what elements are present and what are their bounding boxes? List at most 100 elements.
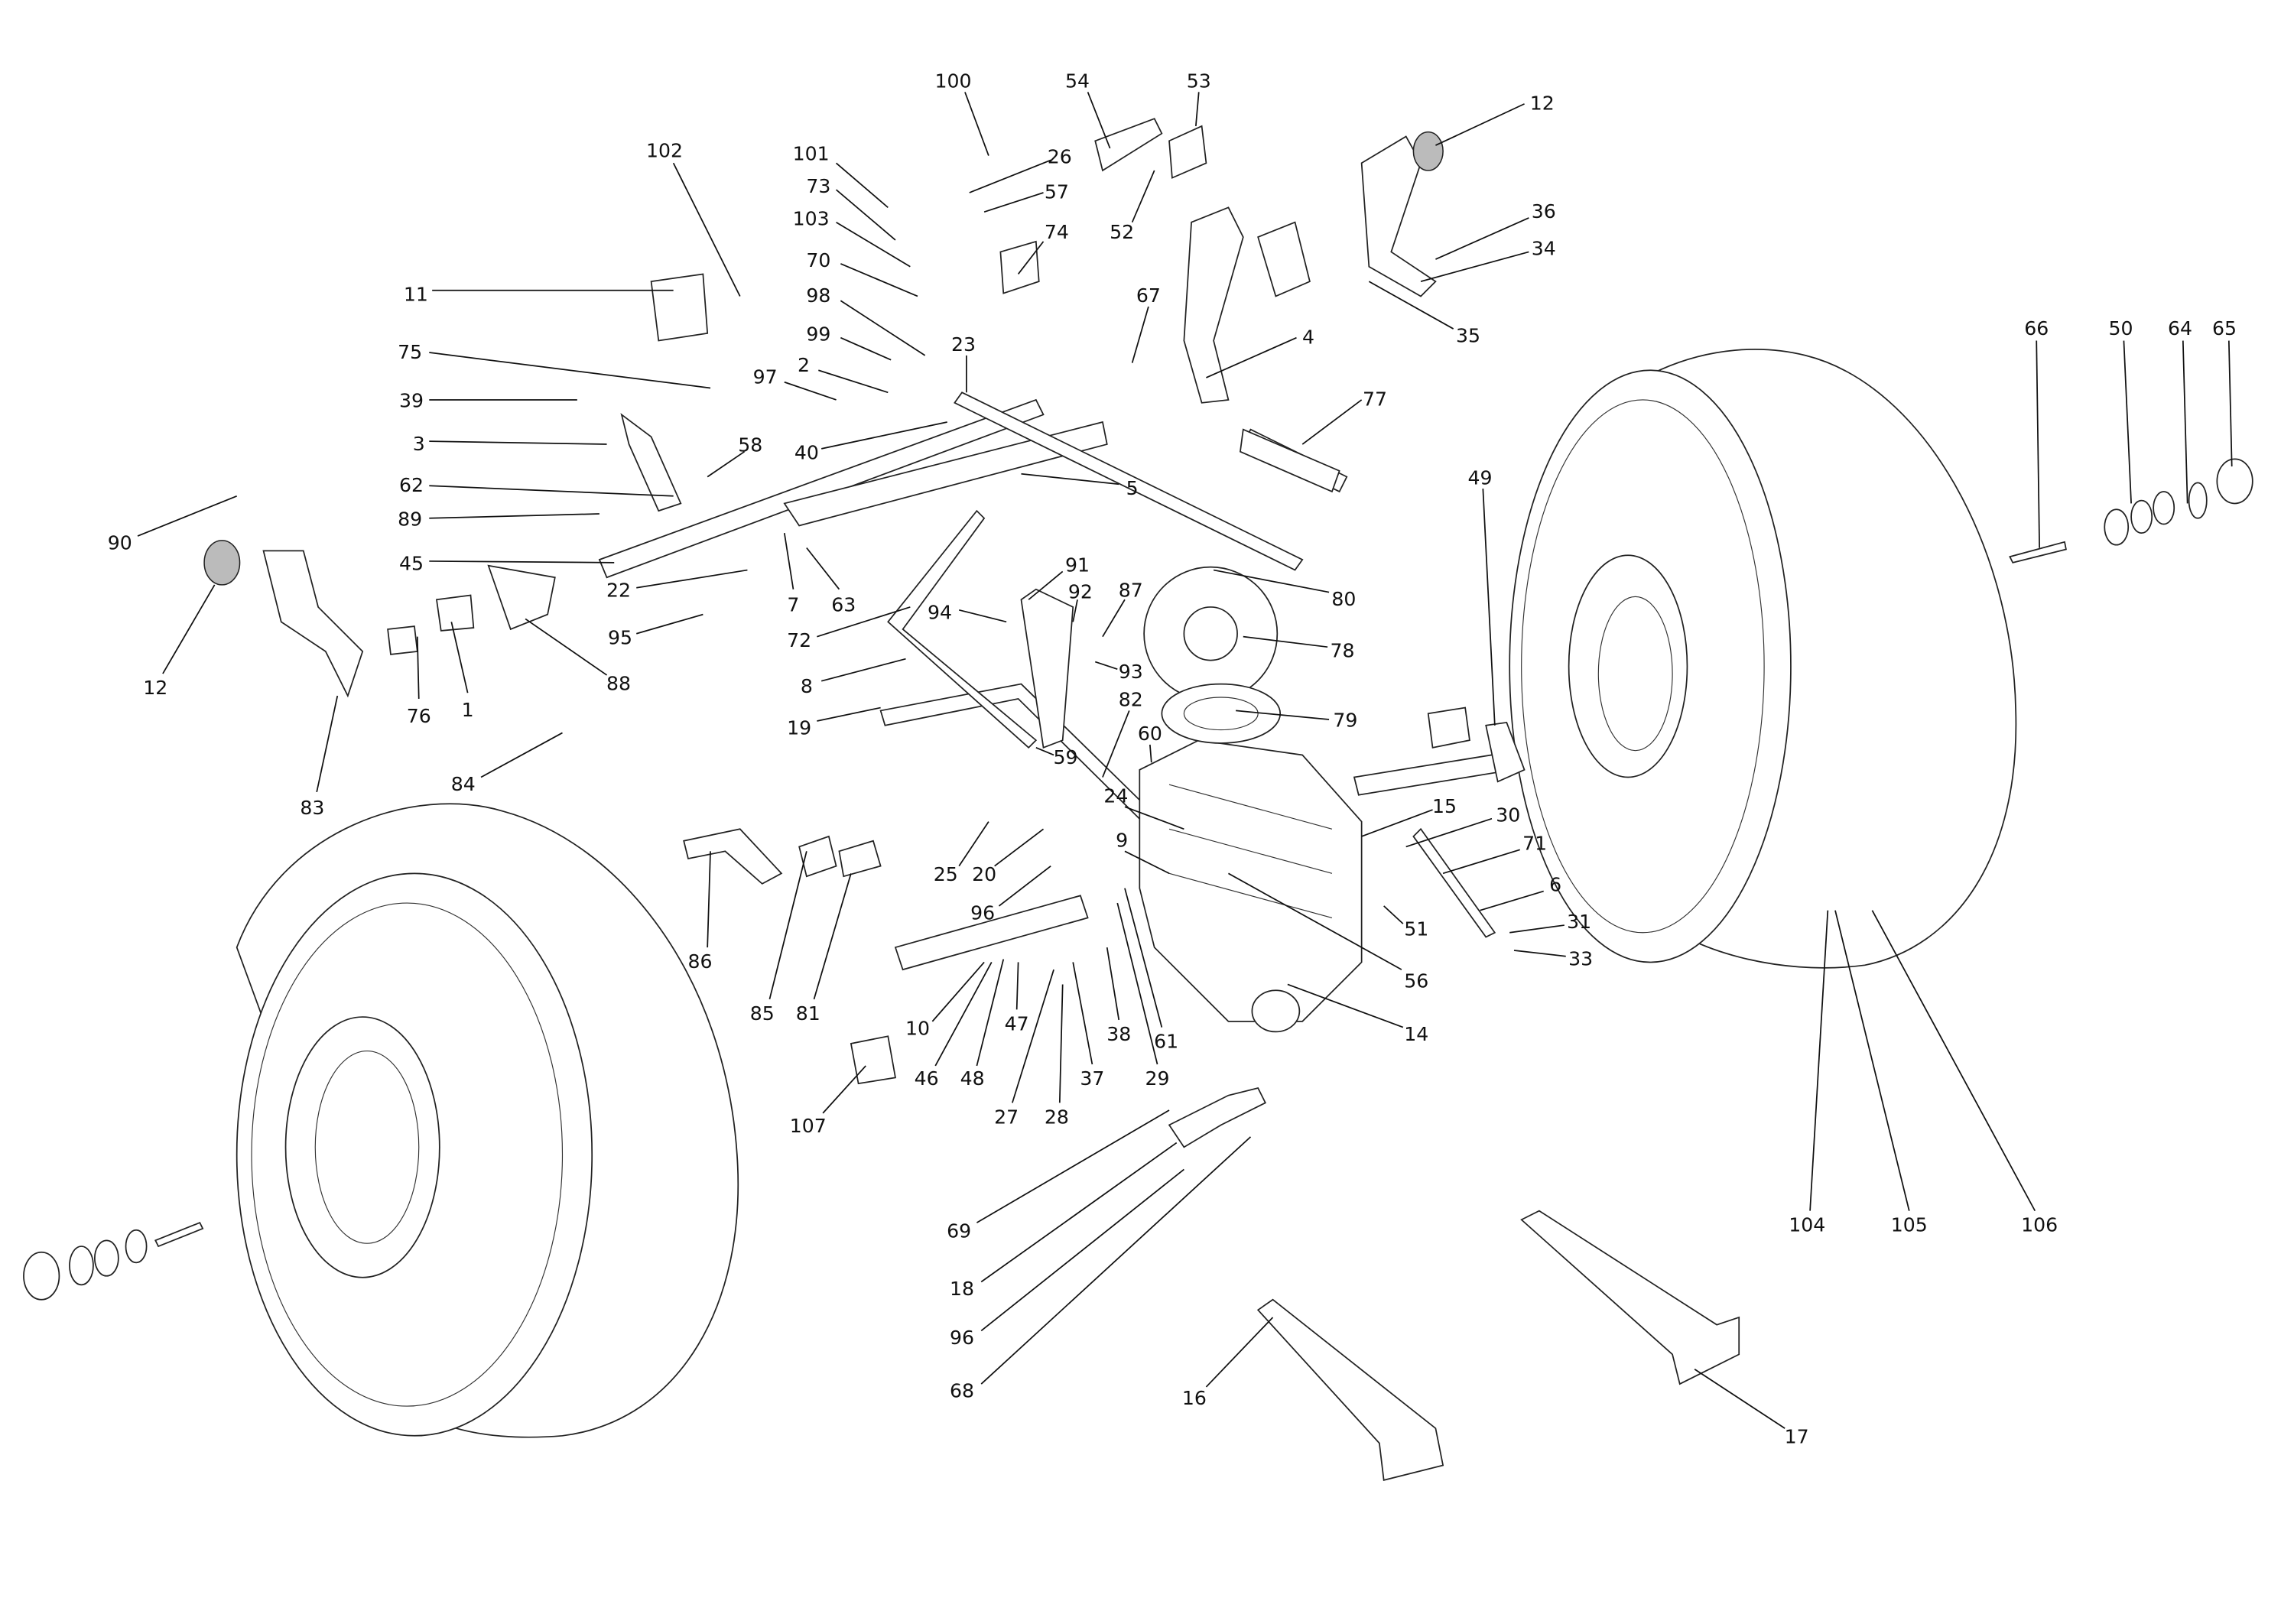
- leader-line: [784, 381, 837, 401]
- part-callout: 14: [1404, 1023, 1428, 1045]
- leader-line: [1834, 910, 1910, 1211]
- part-callout: 74: [1045, 221, 1069, 243]
- leader-line: [416, 636, 420, 699]
- leader-line: [1509, 924, 1565, 934]
- leader-line: [1809, 910, 1829, 1211]
- part-callout: 53: [1187, 70, 1211, 93]
- part-callout: 96: [950, 1327, 974, 1349]
- part-callout: 103: [793, 208, 830, 230]
- leader-line: [1442, 849, 1520, 875]
- leader-line: [672, 162, 741, 297]
- part-callout: 18: [950, 1278, 974, 1300]
- part-callout: 52: [1110, 221, 1134, 243]
- leader-line: [1015, 962, 1019, 1010]
- leader-line: [980, 1136, 1252, 1385]
- part-callout: 70: [806, 249, 830, 271]
- leader-line: [707, 851, 711, 948]
- leader-line: [1405, 817, 1493, 848]
- part-callout: 76: [407, 705, 431, 727]
- leader-line: [1094, 661, 1118, 671]
- leader-line: [1301, 399, 1363, 445]
- leader-line: [980, 1142, 1178, 1283]
- part-callout: 98: [806, 284, 830, 307]
- leader-line: [480, 732, 563, 778]
- part-callout: 27: [994, 1106, 1019, 1128]
- leader-line: [768, 851, 807, 1000]
- part-callout: 37: [1080, 1067, 1104, 1090]
- leader-line: [969, 159, 1051, 193]
- part-callout: 100: [934, 70, 971, 93]
- leader-line: [1072, 962, 1093, 1065]
- leader-line: [1124, 850, 1170, 875]
- leader-line: [983, 192, 1044, 213]
- part-callout: 82: [1119, 689, 1143, 711]
- leader-line: [450, 622, 469, 693]
- leader-line: [429, 352, 711, 389]
- leader-line: [429, 440, 607, 445]
- leader-line: [820, 658, 906, 682]
- part-callout: 3: [413, 433, 425, 455]
- part-callout: 28: [1045, 1106, 1069, 1128]
- part-callout: 5: [1126, 477, 1139, 499]
- part-callout: 97: [753, 366, 778, 388]
- leader-line: [137, 495, 238, 537]
- brackets: [1168, 1086, 1740, 1481]
- part-callout: 25: [934, 863, 958, 885]
- part-callout: 67: [1136, 284, 1161, 307]
- leader-line: [958, 821, 989, 867]
- leader-line: [1058, 984, 1064, 1103]
- part-callout: 88: [606, 672, 631, 694]
- part-callout: 35: [1456, 324, 1480, 346]
- part-callout: 49: [1467, 466, 1492, 489]
- part-callout: 40: [794, 441, 819, 463]
- leader-line: [822, 1065, 866, 1114]
- leader-line: [1124, 806, 1184, 830]
- part-callout: 78: [1330, 640, 1354, 662]
- leader-line: [1228, 872, 1402, 970]
- leader-line: [1012, 969, 1054, 1103]
- part-callout: 12: [143, 677, 167, 699]
- part-callout: 50: [2109, 317, 2133, 339]
- leader-line: [976, 959, 1005, 1067]
- part-callout: 102: [646, 140, 683, 162]
- leader-line: [994, 828, 1045, 867]
- part-callout: 107: [790, 1115, 827, 1137]
- part-callout: 51: [1404, 918, 1428, 940]
- part-callout: 77: [1363, 388, 1387, 411]
- leader-line: [1383, 905, 1404, 924]
- leader-line: [835, 189, 896, 241]
- part-callout: 85: [750, 1002, 775, 1025]
- leader-line: [836, 221, 911, 268]
- leader-line: [1236, 710, 1330, 720]
- part-callout: 57: [1045, 181, 1069, 203]
- leader-line: [840, 336, 892, 361]
- part-callout: 96: [970, 901, 995, 924]
- part-callout: 66: [2024, 317, 2049, 339]
- part-callout: 99: [806, 323, 830, 346]
- leader-line: [1149, 744, 1152, 763]
- leader-line: [636, 569, 748, 589]
- leader-line: [1102, 599, 1126, 638]
- part-callout: 58: [738, 434, 762, 456]
- right-rear-tire: [1509, 349, 2017, 969]
- part-callout: 90: [108, 531, 132, 554]
- leader-line: [958, 609, 1007, 623]
- part-callout: 17: [1785, 1425, 1809, 1447]
- leader-line: [783, 533, 794, 590]
- leader-line: [813, 873, 852, 1000]
- leader-line: [1420, 251, 1529, 282]
- part-callout: 64: [2168, 317, 2192, 339]
- part-callout: 56: [1404, 970, 1428, 992]
- part-callout: 104: [1789, 1214, 1825, 1236]
- leader-line: [1116, 902, 1158, 1065]
- part-callout: 20: [972, 863, 996, 885]
- transaxle-and-fan: [387, 428, 1526, 1085]
- part-callout: 16: [1182, 1387, 1207, 1409]
- part-callout: 8: [801, 675, 813, 697]
- part-callout: 62: [399, 474, 424, 496]
- part-callout: 46: [915, 1067, 939, 1090]
- leader-line: [1087, 92, 1111, 149]
- part-callout: 59: [1054, 746, 1078, 768]
- part-callout: 92: [1068, 580, 1093, 603]
- part-callout: 101: [793, 142, 830, 164]
